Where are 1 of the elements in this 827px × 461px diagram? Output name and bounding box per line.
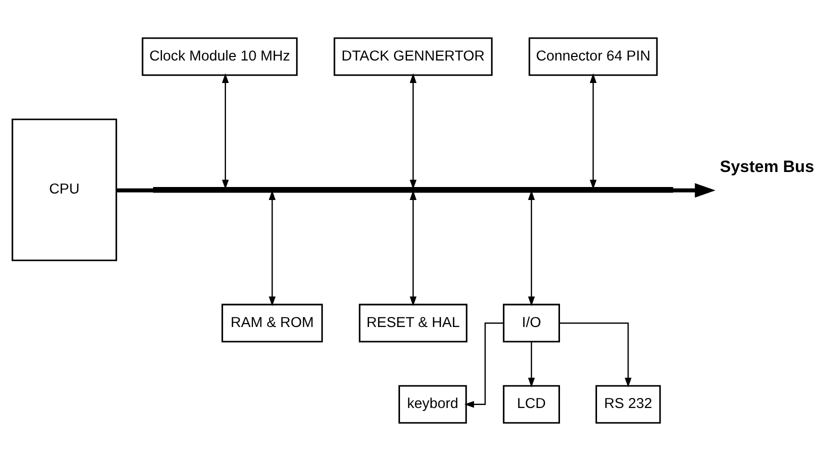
node-label: System Bus — [720, 158, 814, 176]
